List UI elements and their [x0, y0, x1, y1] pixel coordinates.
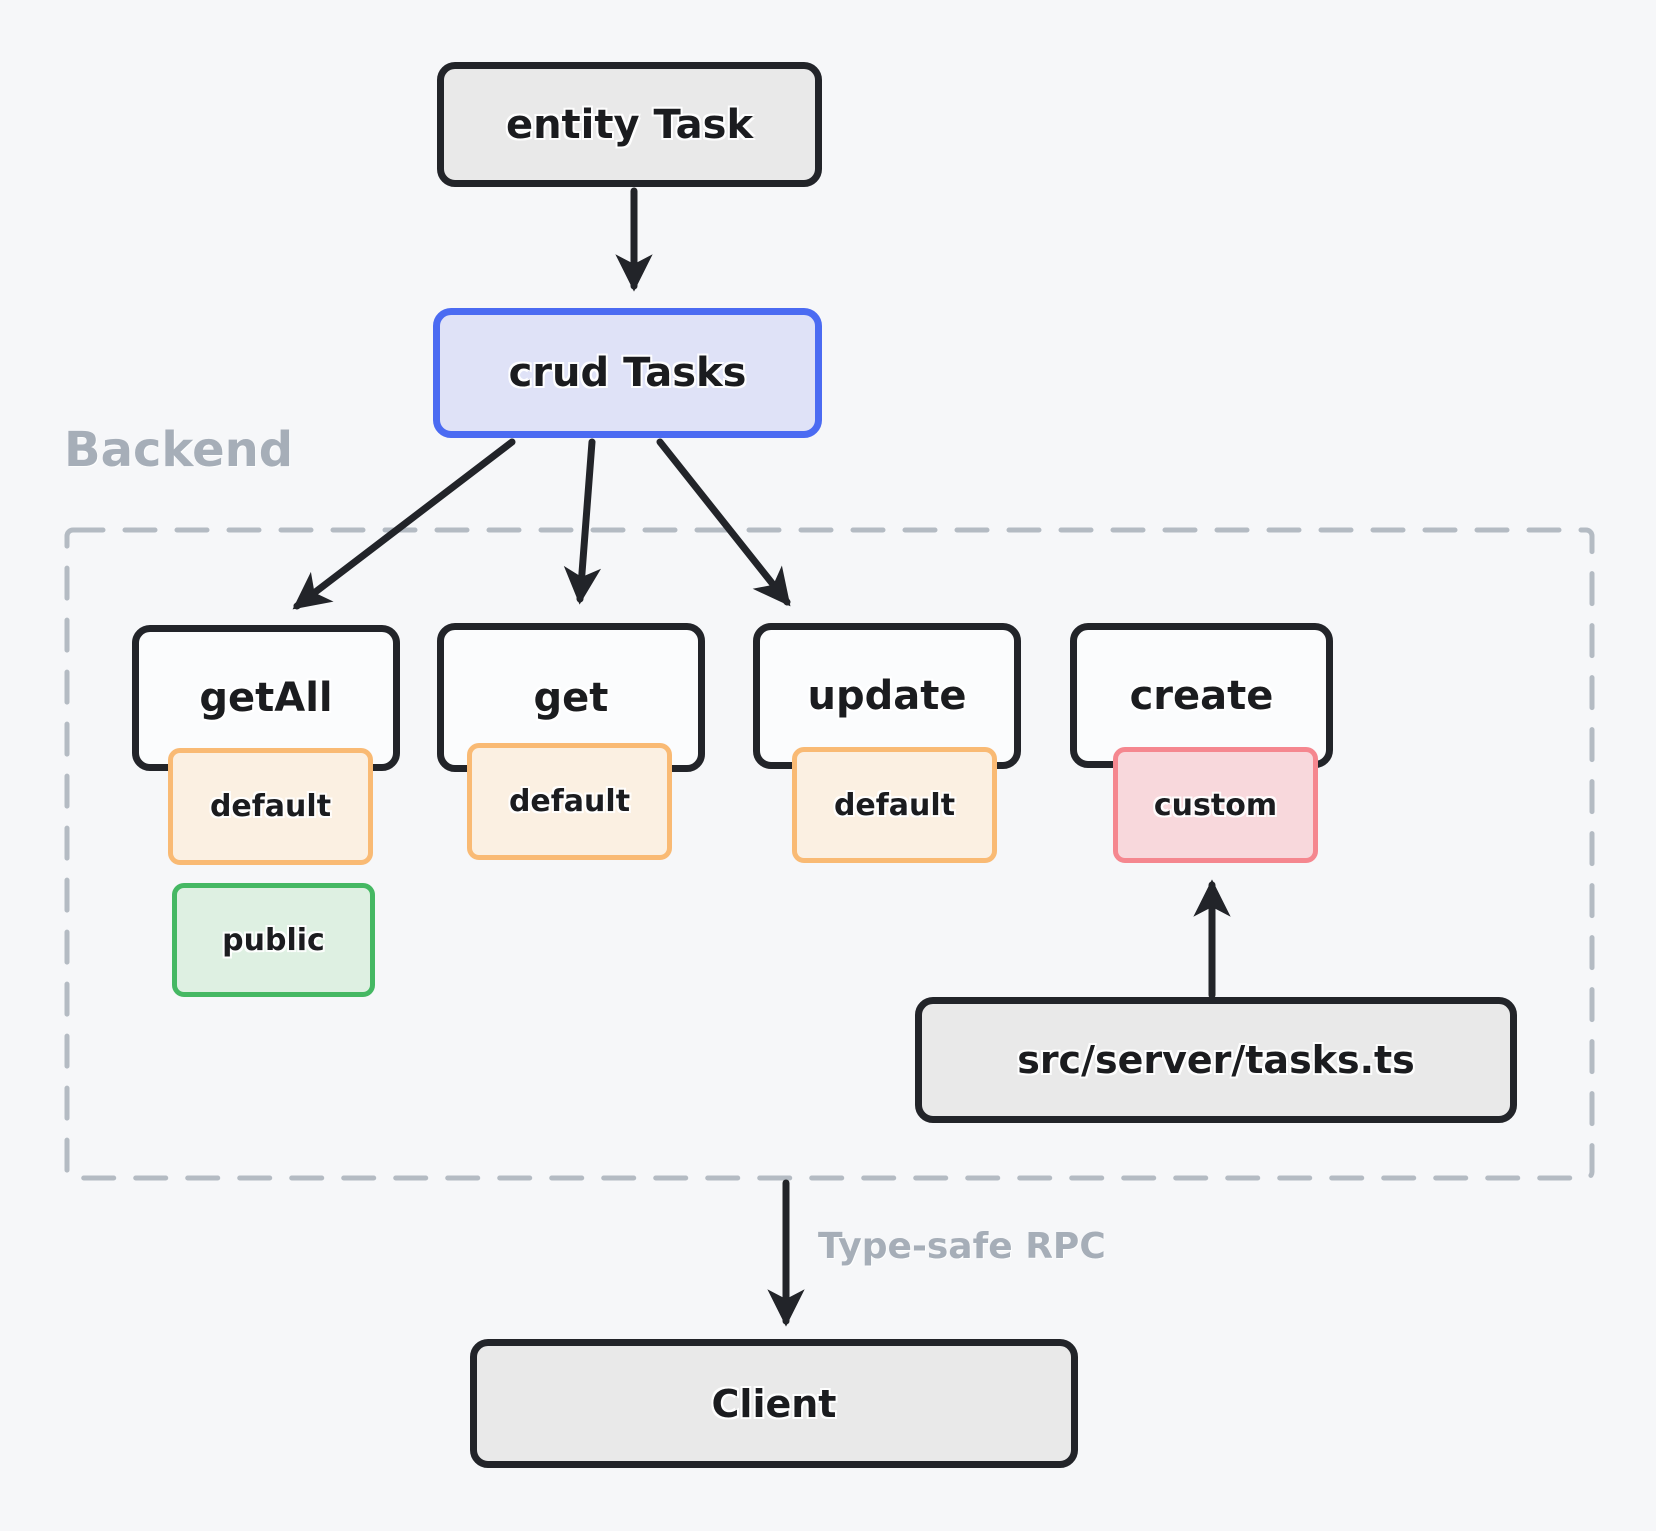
arrow-crud-to-get — [563, 438, 602, 605]
badge-update-default: default — [792, 747, 997, 863]
badge-create-custom: custom — [1113, 747, 1318, 863]
badge-getall-public: public — [172, 883, 375, 997]
badge-getall-default: default — [168, 748, 373, 865]
crud-tasks-node: crud Tasks — [433, 308, 822, 438]
backend-region-label: Backend — [64, 422, 294, 478]
arrow-crud-to-update — [656, 438, 791, 607]
client-node: Client — [470, 1339, 1078, 1468]
entity-task-node: entity Task — [437, 62, 822, 187]
arrow-crud-to-getall — [292, 438, 516, 610]
type-safe-rpc-label: Type-safe RPC — [818, 1226, 1106, 1267]
badge-get-default: default — [467, 743, 672, 860]
server-tasks-file-node: src/server/tasks.ts — [915, 997, 1517, 1123]
